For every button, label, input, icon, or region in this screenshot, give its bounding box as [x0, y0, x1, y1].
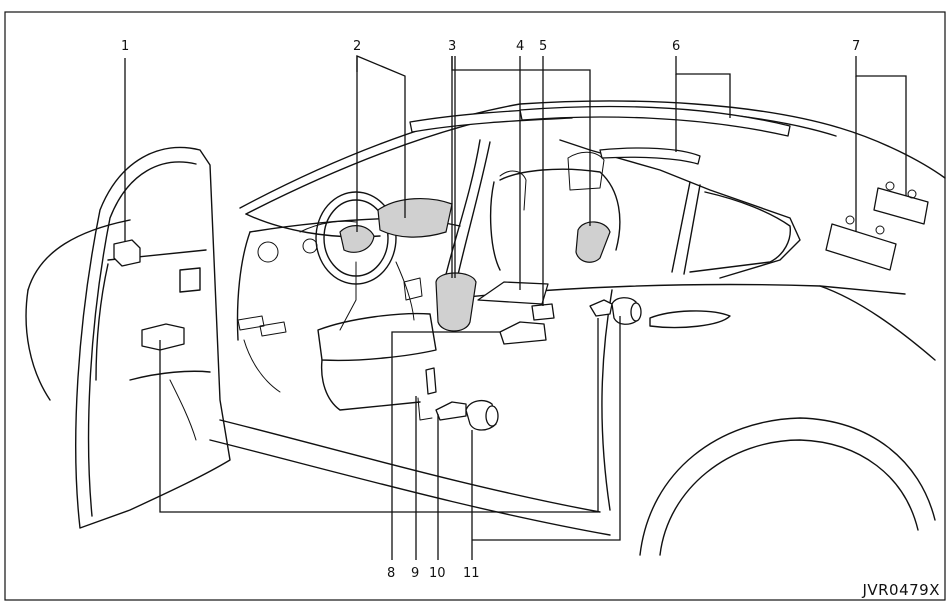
- callout-5: 5: [539, 39, 547, 54]
- part-1-door-sensor: [113, 239, 141, 267]
- callout-4: 4: [516, 39, 524, 54]
- part-2-driver-airbag: [339, 225, 375, 253]
- callout-9: 9: [411, 566, 419, 581]
- figure-code: JVR0479X: [862, 581, 940, 599]
- part-11-retractor-front: [465, 399, 499, 431]
- part-3-rear-seat-side-airbag: [575, 221, 611, 263]
- callout-1: 1: [121, 39, 129, 54]
- part-5-sensor: [531, 303, 555, 321]
- callout-11: 11: [463, 566, 480, 581]
- callout-3: 3: [448, 39, 456, 54]
- part-front-door-module: [141, 323, 185, 351]
- callout-7: 7: [852, 39, 860, 54]
- part-2-passenger-airbag: [377, 198, 453, 238]
- callout-10: 10: [429, 566, 446, 581]
- callout-2: 2: [353, 39, 361, 54]
- part-10-pretensioner: [435, 401, 467, 421]
- part-4-control-unit: [477, 281, 549, 305]
- part-3-front-seat-side-airbag: [435, 272, 477, 332]
- leader-lines: [124, 55, 907, 560]
- part-7-inflators: [825, 181, 929, 271]
- part-6-curtain-airbags: [409, 105, 791, 165]
- part-11-retractor-rear: [589, 297, 642, 325]
- callout-8: 8: [387, 566, 395, 581]
- open-front-door: [75, 146, 231, 529]
- interior: [236, 151, 621, 411]
- callout-numbers: 1 2 3 4 5 6 7 8 9 10 11: [121, 39, 860, 581]
- callout-6: 6: [672, 39, 680, 54]
- part-8-floor-sensor: [499, 321, 547, 345]
- part-9-buckle-switch: [425, 367, 437, 395]
- diagram-border: [4, 11, 946, 601]
